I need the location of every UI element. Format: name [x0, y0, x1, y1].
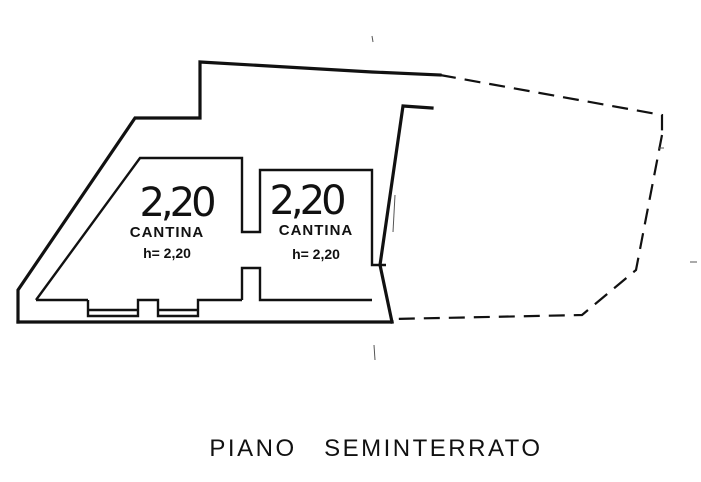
- outer-walls: [16, 60, 442, 324]
- right-partition: [371, 35, 434, 361]
- room-2-handwritten-height: 2,20: [269, 178, 344, 224]
- room-1-name: CANTINA: [130, 224, 205, 241]
- room-cantina-1: 2,20 CANTINA h= 2,20: [130, 180, 218, 261]
- room-1-height-label: h= 2,20: [143, 245, 191, 261]
- room-2-height-label: h= 2,20: [292, 246, 340, 262]
- inner-walls: [35, 156, 386, 318]
- room-1-handwritten-height: 2,20: [139, 180, 214, 226]
- floor-title: PIANO SEMINTERRATO: [209, 435, 542, 462]
- dashed-boundary: [391, 73, 697, 321]
- room-2-name: CANTINA: [279, 222, 354, 239]
- room-cantina-2: 2,20 CANTINA h= 2,20: [269, 178, 354, 262]
